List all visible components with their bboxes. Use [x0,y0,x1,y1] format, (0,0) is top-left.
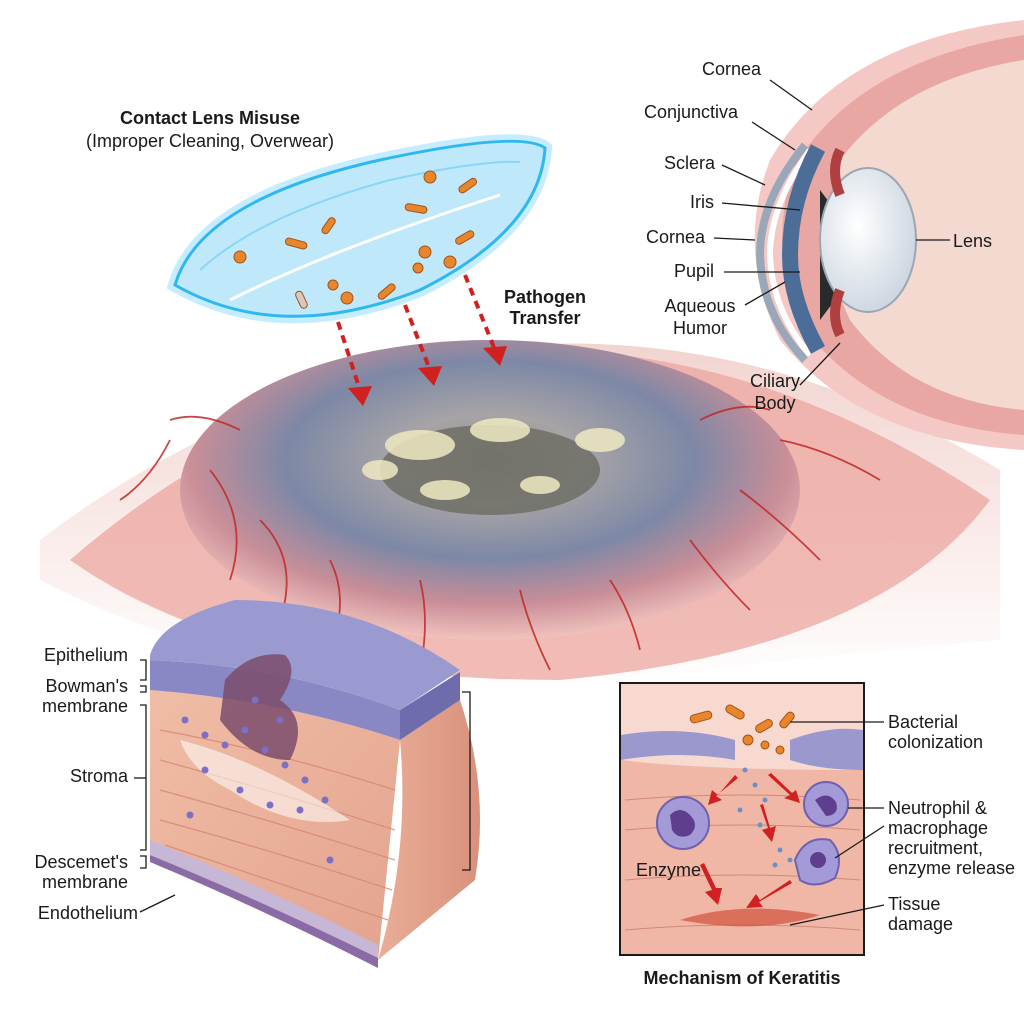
label-epithelium: Epithelium [43,645,128,665]
label-tissue-line1: Tissue [888,894,941,914]
lens-subtitle: (Improper Cleaning, Overwear) [85,131,335,151]
infiltrate-cells [181,696,334,864]
contact-lens [166,134,553,324]
label-lens: Lens [953,231,993,251]
blood-vessels [119,405,881,671]
mechanism-leader-lines [789,721,885,926]
label-tissue-line2: damage [888,914,954,934]
lens-title: Contact Lens Misuse [119,108,301,128]
label-bacterial-line1: Bacterial [888,712,959,732]
label-neutrophil-line4: enzyme release [888,858,1016,878]
colonizing-bacteria [689,704,795,755]
arrow-heads [348,346,507,406]
pathogen-transfer-label-line2: Transfer [509,308,581,328]
label-cornea: Cornea [646,227,706,247]
tissue-damage-area [680,908,820,927]
label-neutrophil-line3: recruitment, [888,838,984,858]
label-endothelium: Endothelium [37,903,138,923]
label-conjunctiva: Conjunctiva [644,102,739,122]
label-aqueous-line2: Humor [672,318,727,338]
label-pupil: Pupil [674,261,715,281]
released-particles [737,767,793,868]
bacteria-on-lens [233,170,478,309]
label-aqueous-line1: Aqueous [664,296,736,316]
neutrophil-cells [656,781,849,886]
pathogen-transfer-label-line1: Pathogen [503,287,586,307]
label-bacterial-line2: colonization [888,732,984,752]
label-descemets-line1: Descemet's [34,852,128,872]
label-enzyme: Enzyme [636,860,702,880]
cross-section-brackets [134,659,471,913]
label-neutrophil-line2: macrophage [888,818,989,838]
label-ciliary-line1: Ciliary [749,371,800,391]
label-stroma: Stroma [69,766,128,786]
corneal-cross-section [150,600,480,968]
pathogen-transfer-arrows [336,274,497,391]
label-sclera: Sclera [664,153,716,173]
anatomy-leader-lines [713,79,950,386]
mechanism-panel [619,682,865,956]
label-descemets-line2: membrane [41,872,128,892]
label-bowmans-line1: Bowman's [45,676,128,696]
eye-anatomy-illustration [754,20,1024,450]
label-ciliary-line2: Body [754,393,796,413]
label-neutrophil-line1: Neutrophil & [888,798,988,818]
label-bowmans-line2: membrane [41,696,128,716]
label-cornea-top: Cornea [702,59,762,79]
label-iris: Iris [690,192,714,212]
infiltrate-patches [362,418,625,500]
mechanism-title: Mechanism of Keratitis [643,968,841,988]
mechanism-arrows [700,773,800,908]
ulcer-defect [220,654,298,760]
